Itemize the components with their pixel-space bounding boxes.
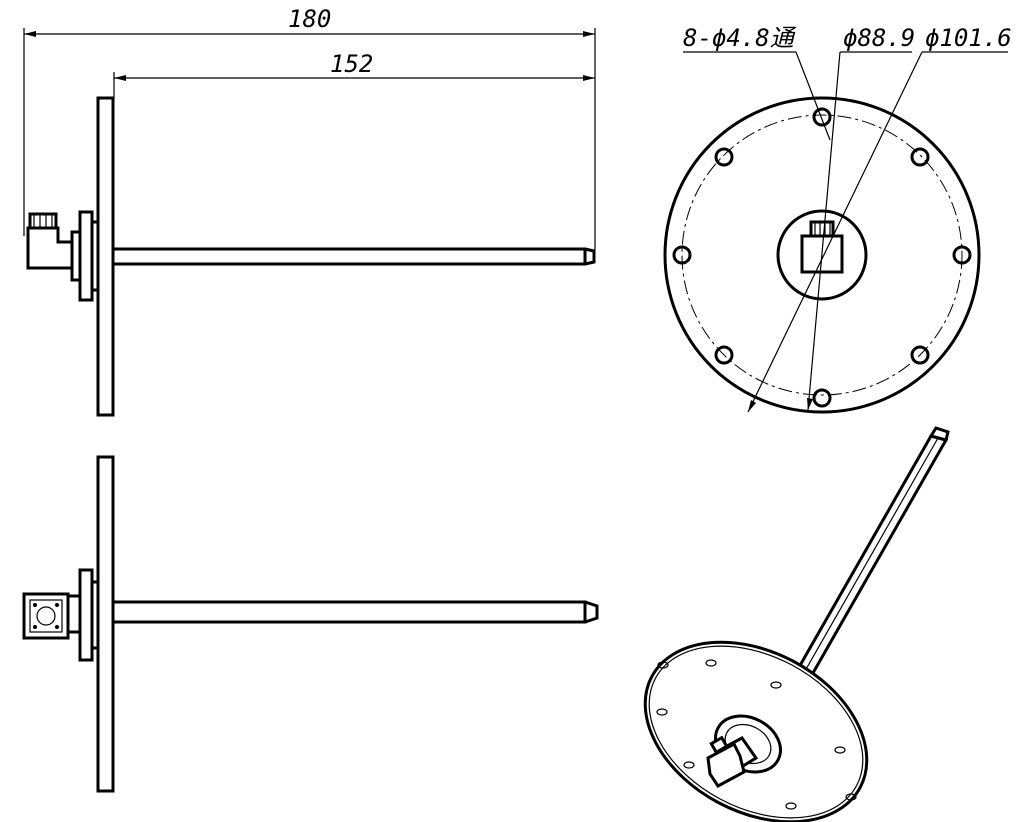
probe-tip-front	[584, 600, 599, 624]
bolt-hole-icon	[656, 708, 668, 716]
front-view	[22, 455, 599, 793]
flange-plate-side	[96, 96, 115, 417]
gland-flange-front	[78, 568, 94, 662]
probe-tip-side	[584, 247, 596, 266]
bolt-hole-icon	[657, 661, 669, 669]
dim-label-holes: 8-ϕ4.8通	[683, 24, 797, 52]
bolt-hole-icon	[770, 681, 782, 689]
bolt-hole-icon	[683, 761, 695, 769]
isometric-view	[643, 426, 950, 822]
gland-flange-side	[78, 210, 94, 302]
connector-body-side	[26, 226, 74, 270]
connector-block-iso	[706, 741, 746, 788]
bolt-hole-icon	[952, 245, 972, 265]
connector-cap-top	[809, 220, 835, 238]
bolt-hole-icon	[834, 746, 846, 754]
top-view: 8-ϕ4.8通 ϕ88.9 ϕ101.6	[663, 24, 1012, 414]
connector-square-front	[29, 599, 63, 633]
connector-cap-side	[28, 212, 58, 230]
probe-rod-front	[111, 600, 587, 624]
dim-label-bolt-circle: ϕ88.9	[843, 24, 915, 52]
bolt-hole-icon	[910, 345, 930, 365]
connector-cap-iso	[709, 735, 729, 755]
center-boss-top	[776, 209, 868, 301]
flange-plate-front	[96, 455, 115, 793]
bolt-circle-top	[681, 114, 963, 396]
connector-body-front	[22, 592, 70, 640]
probe-rod-iso	[783, 426, 950, 696]
bolt-hole-icon	[672, 245, 692, 265]
bolt-hole-icon	[705, 659, 717, 667]
gland-ring-front	[90, 580, 100, 650]
bolt-hole-icon	[812, 107, 832, 127]
side-view: 180 152	[23, 5, 596, 417]
bolt-hole-icon	[785, 802, 797, 810]
bolt-hole-icon	[845, 793, 857, 801]
dim-label-flange-diameter: ϕ101.6	[925, 24, 1012, 52]
bolt-holes-top	[672, 107, 972, 408]
leader-lines	[683, 51, 1008, 413]
flange-disc-iso	[643, 640, 869, 822]
gland-ring-side	[90, 220, 100, 292]
bolt-hole-icon	[714, 345, 734, 365]
bolt-hole-icon	[714, 147, 734, 167]
flange-outline-top	[663, 96, 981, 414]
dim-label-152: 152	[330, 50, 373, 78]
connector-neck-front	[66, 594, 82, 634]
probe-rod-side	[111, 247, 587, 266]
connector-pin-front	[36, 606, 56, 626]
dimension-180: 180	[23, 5, 596, 250]
dimension-152: 152	[113, 50, 595, 98]
bolt-holes-iso	[656, 659, 857, 810]
dim-label-180: 180	[288, 5, 331, 33]
bolt-hole-icon	[910, 147, 930, 167]
bolt-hole-icon	[812, 388, 832, 408]
